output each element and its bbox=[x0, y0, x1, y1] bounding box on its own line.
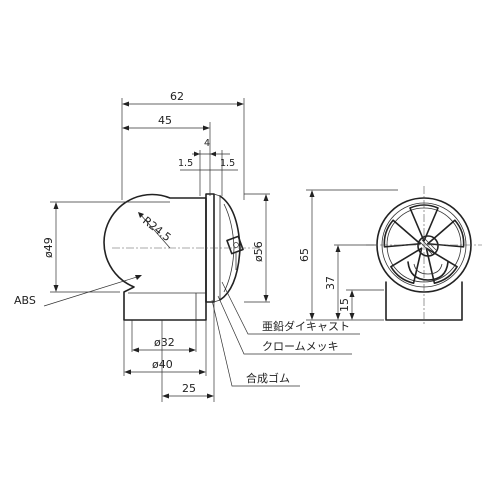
dim-45: 45 bbox=[158, 114, 172, 127]
front-dimensions: 65 37 15 bbox=[298, 189, 398, 321]
dim-65: 65 bbox=[298, 248, 311, 262]
leader-chrome bbox=[217, 295, 352, 355]
dim-25: 25 bbox=[182, 382, 196, 395]
label-zinc-die-cast: 亜鉛ダイキャスト bbox=[262, 319, 350, 333]
dim-4: 4 bbox=[204, 138, 210, 149]
front-hub bbox=[417, 235, 439, 257]
front-view bbox=[366, 186, 482, 326]
front-cover-inner bbox=[413, 263, 443, 275]
dim-phi56: ø56 bbox=[252, 241, 265, 262]
dim-37: 37 bbox=[324, 276, 337, 290]
dim-r24-5: R24.5 bbox=[140, 214, 173, 244]
dim-phi49: ø49 bbox=[42, 237, 55, 258]
dim-62: 62 bbox=[170, 90, 184, 103]
dim-15: 15 bbox=[338, 298, 351, 312]
front-hub-grip bbox=[419, 237, 437, 255]
dim-1-5-right: 1.5 bbox=[220, 158, 235, 169]
material-labels: ABS 亜鉛ダイキャスト クロームメッキ 合成ゴム bbox=[14, 275, 360, 387]
label-chrome-plating: クロームメッキ bbox=[262, 340, 339, 353]
leader-zinc bbox=[221, 281, 360, 335]
dim-phi40: ø40 bbox=[152, 358, 173, 371]
side-view bbox=[103, 193, 262, 321]
leader-abs bbox=[43, 275, 141, 307]
hinge-pin bbox=[226, 235, 244, 255]
side-dimensions: 62 45 4 1.5 1.5 ø49 R24.5 bbox=[42, 90, 270, 402]
dome-body-outline bbox=[103, 193, 207, 321]
hinge-hole bbox=[233, 242, 239, 248]
dim-phi32: ø32 bbox=[154, 336, 175, 349]
label-abs: ABS bbox=[14, 294, 36, 307]
dim-1-5-left: 1.5 bbox=[178, 158, 193, 169]
front-cover-ring bbox=[407, 261, 449, 281]
label-synthetic-rubber: 合成ゴム bbox=[246, 371, 290, 385]
leader-rubber bbox=[211, 299, 300, 387]
